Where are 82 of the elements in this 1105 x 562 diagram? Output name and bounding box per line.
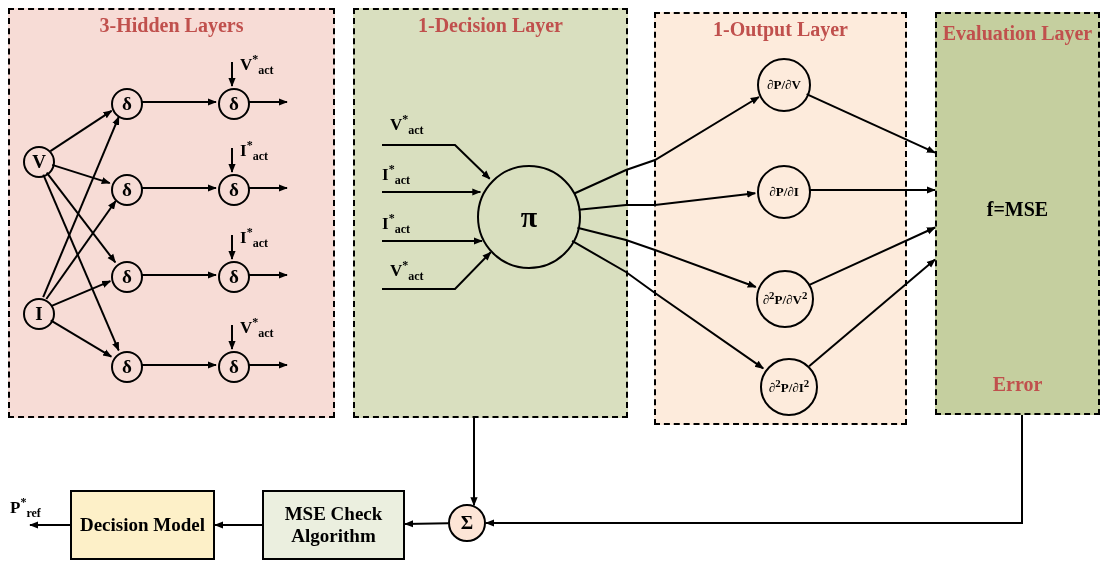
- node-label: I: [35, 303, 43, 325]
- arrow: [247, 98, 288, 106]
- input-circle: [23, 146, 55, 178]
- neuron-circle: [111, 88, 143, 120]
- node-label: δ: [229, 266, 239, 288]
- node-label: π: [520, 199, 538, 235]
- arrow: [404, 520, 449, 528]
- neuron-circle: [218, 261, 250, 293]
- arrow: [577, 190, 757, 211]
- neuron-circle: [760, 358, 818, 416]
- arrow: [140, 361, 217, 369]
- summation-circle: [448, 504, 486, 542]
- node-label: ∂$^{2}$P/∂V$^{2}$: [762, 289, 808, 309]
- arrow: [49, 319, 113, 358]
- arrow: [247, 184, 288, 192]
- evaluation-panel: [935, 12, 1100, 415]
- node-label: δ: [122, 356, 132, 378]
- node-label: δ: [122, 93, 132, 115]
- neuron-circle: [111, 261, 143, 293]
- arrow: [808, 226, 936, 286]
- process-box: [70, 490, 215, 560]
- arrow: [45, 171, 117, 264]
- arrow: [228, 61, 236, 87]
- arrow: [42, 115, 120, 299]
- neuron-circle: [111, 351, 143, 383]
- arrow: [808, 258, 936, 368]
- arrow: [247, 361, 288, 369]
- node-label: MSE Check Algorithm: [283, 503, 384, 547]
- neuron-circle: [757, 165, 811, 219]
- node-label: ∂P/∂I: [769, 184, 799, 200]
- arrow: [805, 93, 936, 154]
- node-label: V: [32, 151, 46, 173]
- arrow: [49, 109, 113, 153]
- arrow: [42, 173, 120, 352]
- layer-panel: [654, 12, 907, 425]
- node-label: Σ: [460, 512, 474, 534]
- neuron-circle: [756, 270, 814, 328]
- arrow: [576, 226, 757, 288]
- arrow: [140, 98, 217, 106]
- neuron-circle: [757, 58, 811, 112]
- neuron-circle: [218, 174, 250, 206]
- layer-title: Evaluation Layer: [942, 22, 1093, 44]
- layer-panel: [353, 8, 628, 418]
- layer-title: 1-Output Layer: [713, 18, 848, 40]
- layer-title: 3-Hidden Layers: [99, 14, 244, 36]
- node-label: δ: [229, 179, 239, 201]
- neuron-circle: [111, 174, 143, 206]
- arrow: [470, 417, 478, 507]
- layer-panel: [8, 8, 335, 418]
- arrow: [381, 188, 482, 196]
- neuron-circle: [218, 351, 250, 383]
- arrow: [228, 324, 236, 350]
- arrow: [247, 271, 288, 279]
- node-label: Decision Model: [79, 514, 206, 536]
- arrow: [140, 271, 217, 279]
- arrow: [45, 200, 117, 300]
- evaluation-text: Error: [992, 373, 1043, 395]
- arrow: [381, 144, 491, 180]
- layer-title: 1-Decision Layer: [418, 14, 563, 36]
- arrow: [808, 186, 936, 194]
- arrow: [485, 414, 1023, 527]
- arrow: [573, 96, 760, 195]
- node-label: δ: [229, 356, 239, 378]
- evaluation-text: f=MSE: [986, 197, 1049, 220]
- node-label: ∂P/∂V: [767, 77, 801, 93]
- neuron-circle: [218, 88, 250, 120]
- arrow: [381, 237, 483, 245]
- input-circle: [23, 298, 55, 330]
- arrow: [228, 234, 236, 260]
- node-label: δ: [122, 266, 132, 288]
- node-label: δ: [122, 179, 132, 201]
- arrow: [214, 521, 263, 529]
- arrow: [571, 239, 765, 370]
- node-label: ∂$^{2}$P/∂I$^{2}$: [768, 377, 810, 397]
- arrow: [381, 251, 492, 290]
- arrow: [51, 163, 111, 185]
- arrow: [140, 184, 217, 192]
- arrow: [50, 280, 112, 307]
- arrow: [29, 521, 71, 529]
- process-box: [262, 490, 405, 560]
- arrow: [228, 147, 236, 173]
- node-label: δ: [229, 93, 239, 115]
